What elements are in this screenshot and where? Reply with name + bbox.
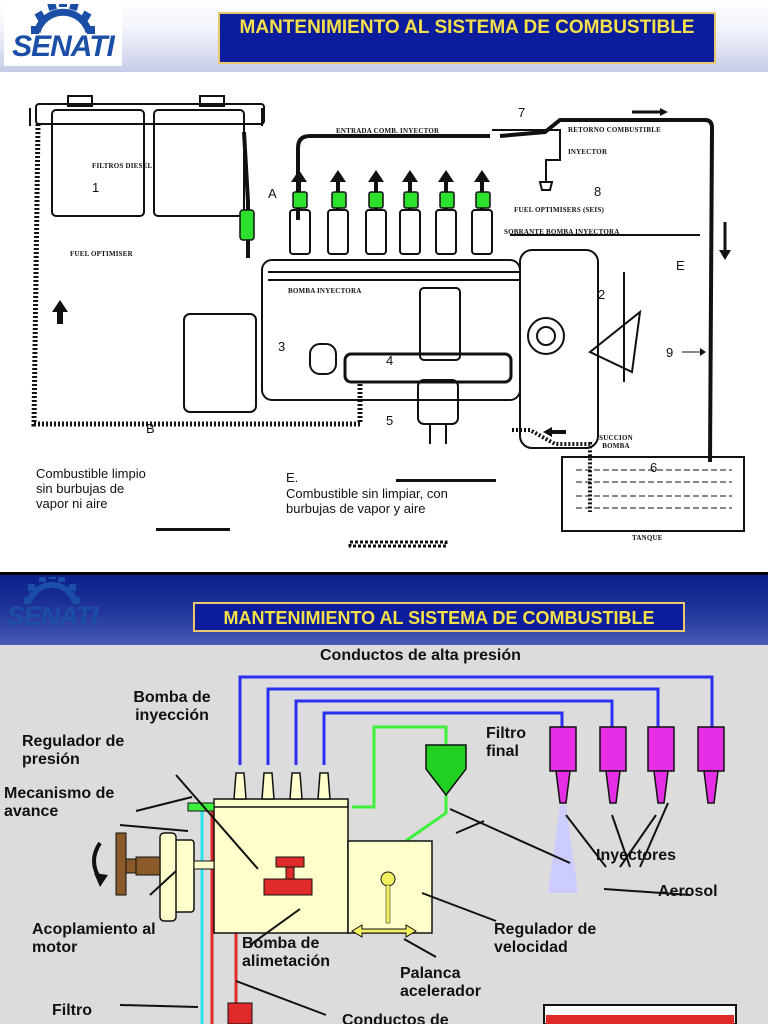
legend-dirty-fuel: Combustible sin limpiar, con burbujas de…	[286, 486, 448, 516]
slide-divider	[0, 572, 768, 575]
label-fuel-optimisers: FUEL OPTIMISERS (SEIS)	[514, 206, 604, 214]
label-retorno: RETORNO COMBUSTIBLE	[568, 126, 661, 134]
arrow-up-1	[291, 170, 307, 182]
governor-housing	[519, 249, 599, 449]
label-entrada-comb: ENTRADA COMB. INYECTOR	[336, 127, 440, 135]
label-regulador-presion: Regulador de presión	[22, 733, 125, 768]
label-conductos-de: Conductos de	[342, 1012, 449, 1024]
label-bomba-alimentacion: Bomba de alimetación	[242, 935, 331, 970]
label-filtro: Filtro	[52, 1002, 92, 1019]
number-4: 4	[386, 353, 394, 368]
injection-pump-body	[213, 802, 349, 934]
label-bomba-inyeccion: Bomba de inyección	[133, 689, 211, 724]
number-6: 6	[650, 460, 658, 475]
number-1: 1	[92, 180, 100, 195]
number-2: 2	[598, 287, 606, 302]
label-conductos-alta: Conductos de alta presión	[320, 647, 521, 664]
number-8: 8	[594, 184, 602, 199]
motor-coupling	[135, 856, 161, 876]
gear-icon	[31, 4, 95, 34]
gear-icon	[24, 577, 80, 604]
water-separator	[417, 379, 459, 425]
logo-text: SENATI	[12, 30, 115, 63]
high-pressure-lines	[238, 675, 714, 765]
fuel-system-line-drawing	[29, 95, 745, 548]
letter-a: A	[268, 186, 277, 201]
legend-clean-fuel: Combustible limpio sin burbujas de vapor…	[36, 466, 146, 511]
label-inyector: INYECTOR	[568, 148, 608, 156]
diesel-filter-2	[153, 109, 245, 217]
letter-b: B	[146, 421, 155, 436]
slide-title: MANTENIMIENTO AL SISTEMA DE COMBUSTIBLE	[218, 12, 716, 64]
label-palanca: Palanca acelerador	[400, 965, 481, 1000]
throttle-knob	[380, 871, 396, 887]
label-aerosol: Aerosol	[658, 883, 718, 900]
fuel-tank	[561, 456, 745, 532]
pump-block	[183, 313, 257, 413]
label-filtro-final: Filtro final	[486, 725, 526, 760]
label-succion-bomba: SUCCION BOMBA	[599, 434, 633, 450]
fuel-system-color-diagram	[92, 675, 737, 1024]
filter-red	[227, 1002, 253, 1024]
letter-e: E	[676, 258, 685, 273]
senati-logo: SENATI	[4, 4, 122, 66]
slide-fuel-system-diagram-1: SENATI MANTENIMIENTO AL SISTEMA DE COMBU…	[0, 0, 768, 548]
label-sobrante: SOBRANTE BOMBA INYECTORA	[504, 228, 620, 236]
diesel-filter-1	[51, 109, 145, 217]
number-9: 9	[666, 345, 674, 360]
label-bomba-inyectora: BOMBA INYECTORA	[288, 287, 362, 295]
throttle-lever	[351, 924, 417, 938]
logo-text: SENATI	[6, 601, 98, 631]
slide-title: MANTENIMIENTO AL SISTEMA DE COMBUSTIBLE	[193, 602, 685, 632]
final-filter	[425, 744, 467, 797]
aerosol-spray	[548, 805, 578, 893]
slide-fuel-system-diagram-2: SENATI MANTENIMIENTO AL SISTEMA DE COMBU…	[0, 575, 768, 1024]
number-3: 3	[278, 339, 286, 354]
label-acoplamiento: Acoplamiento al motor	[32, 921, 156, 956]
label-inyectores: Inyectores	[596, 847, 677, 864]
number-5: 5	[386, 413, 394, 428]
feed-pump	[263, 856, 313, 896]
legend-dirty-letter: E.	[286, 470, 299, 485]
number-7: 7	[518, 105, 526, 120]
label-fuel-optimiser: FUEL OPTIMISER	[70, 250, 133, 258]
senati-logo: SENATI	[0, 577, 104, 635]
label-mecanismo-avance: Mecanismo de avance	[4, 785, 115, 820]
injectors	[549, 726, 725, 804]
label-tanque: TANQUE	[632, 534, 663, 542]
label-regulador-velocidad: Regulador de velocidad	[494, 921, 597, 956]
fuel-optimisers-green	[239, 191, 491, 241]
injector-nozzles	[289, 209, 493, 255]
label-filtros-diesel: FILTROS DIESEL	[92, 162, 153, 170]
